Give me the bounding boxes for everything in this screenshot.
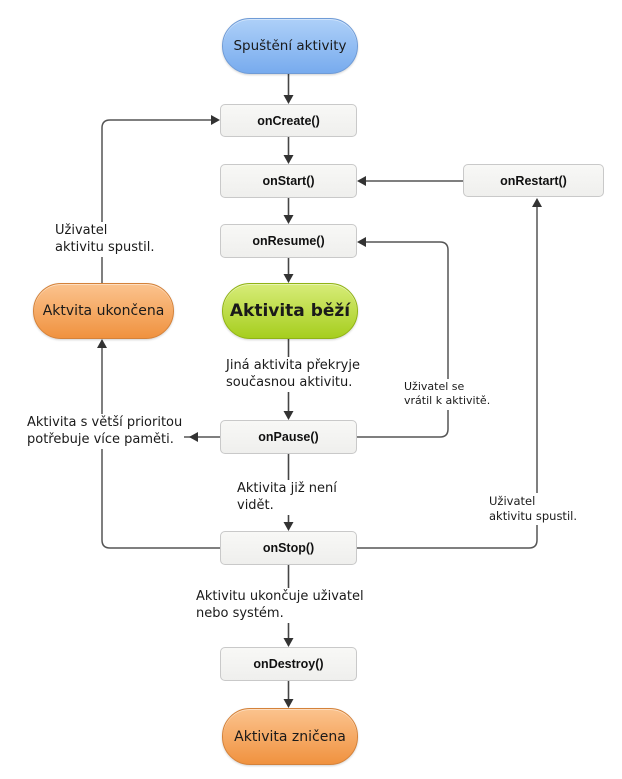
node-onrestart: onRestart() xyxy=(463,164,604,197)
annotation-activity-overlaid: Jiná aktivita překryje současnou aktivit… xyxy=(224,357,362,392)
node-activity-running: Aktivita běží xyxy=(222,283,358,339)
arrow-down-onstop xyxy=(283,522,294,531)
arrow-down-ondestroy xyxy=(283,638,294,647)
node-activity-destroyed-label: Aktivita zničena xyxy=(234,728,346,745)
arrow-down-oncreate xyxy=(283,95,294,104)
node-onresume: onResume() xyxy=(220,224,357,258)
node-oncreate-label: onCreate() xyxy=(257,113,320,128)
node-onpause: onPause() xyxy=(220,420,357,454)
arrow-down-onstart xyxy=(283,155,294,164)
annotation-higher-priority: Aktivita s větší prioritou potřebuje víc… xyxy=(25,414,185,449)
arrow-down-destroyed xyxy=(283,699,294,708)
node-onstop: onStop() xyxy=(220,531,357,565)
annotation-not-visible: Aktivita již není vidět. xyxy=(235,480,339,515)
node-onstart: onStart() xyxy=(220,164,357,198)
edge-onpause-onresume xyxy=(357,241,449,438)
annotation-terminated-by: Aktivitu ukončuje uživatel nebo systém. xyxy=(194,588,366,623)
node-onstart-label: onStart() xyxy=(262,174,315,188)
node-activity-destroyed: Aktivita zničena xyxy=(222,708,358,765)
edge-onstop-onrestart xyxy=(357,207,538,549)
edge-onstop-terminated xyxy=(101,348,220,549)
node-onrestart-label: onRestart() xyxy=(500,173,567,188)
node-activity-terminated: Aktvita ukončena xyxy=(33,283,174,339)
arrow-left-merge xyxy=(189,432,198,442)
node-activity-running-label: Aktivita běží xyxy=(229,301,351,321)
annotation-user-returned: Uživatel se vrátil k aktivitě. xyxy=(402,379,493,410)
arrow-down-onpause xyxy=(283,411,294,420)
node-onpause-label: onPause() xyxy=(258,430,319,444)
node-ondestroy-label: onDestroy() xyxy=(253,657,324,671)
edge-terminated-oncreate xyxy=(101,119,212,283)
arrow-down-onresume xyxy=(283,215,294,224)
arrow-left-onresume xyxy=(357,237,366,247)
arrow-down-running xyxy=(283,274,294,283)
arrow-up-terminated xyxy=(97,339,107,348)
node-ondestroy: onDestroy() xyxy=(220,647,357,681)
node-onresume-label: onResume() xyxy=(252,234,325,248)
arrow-up-onrestart xyxy=(532,198,542,207)
arrow-right-oncreate xyxy=(211,115,220,125)
node-onstop-label: onStop() xyxy=(262,541,315,555)
node-activity-terminated-label: Aktvita ukončena xyxy=(42,303,165,319)
arrow-left-onstart xyxy=(357,176,366,186)
node-activity-start: Spuštění aktivity xyxy=(222,18,358,74)
annotation-user-starts-right: Uživatel aktivitu spustil. xyxy=(487,493,579,525)
annotation-user-starts-left: Uživatel aktivitu spustil. xyxy=(53,222,157,257)
node-oncreate: onCreate() xyxy=(220,104,357,137)
node-activity-start-label: Spuštění aktivity xyxy=(233,38,347,54)
